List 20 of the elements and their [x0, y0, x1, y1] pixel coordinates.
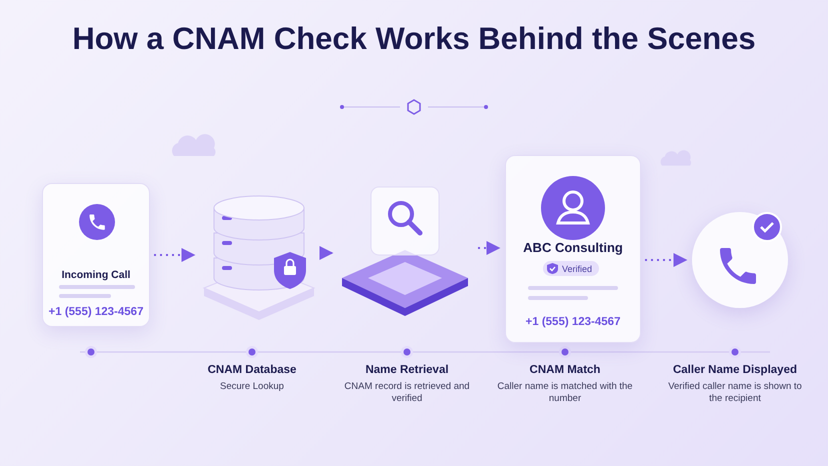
step-description: Caller name is matched with the number [496, 381, 634, 405]
arrow [478, 241, 500, 255]
step-title: Name Retrieval [364, 364, 450, 376]
phone-number: +1 (555) 123-4567 [48, 306, 144, 318]
step-title: CNAM Database [206, 364, 298, 376]
title: How a CNAM Check Works Behind the Scenes [71, 20, 757, 57]
caller-name: ABC Consulting [522, 240, 624, 255]
arrow [645, 253, 688, 267]
step-description: Verified caller name is shown to the recipient [667, 381, 803, 405]
caller-card [42, 183, 150, 327]
arrow [154, 248, 196, 262]
step-description: CNAM record is retrieved and verified [343, 381, 471, 405]
caller-card [505, 155, 641, 343]
step-title: CNAM Match [528, 364, 602, 376]
verified-badge: Verified [543, 261, 600, 276]
caller-name: Incoming Call [60, 269, 132, 281]
arrow [319, 246, 334, 260]
phone-number: +1 (555) 123-4567 [524, 316, 622, 328]
step-title: Caller Name Displayed [672, 364, 798, 376]
step-description: Secure Lookup [219, 381, 285, 393]
